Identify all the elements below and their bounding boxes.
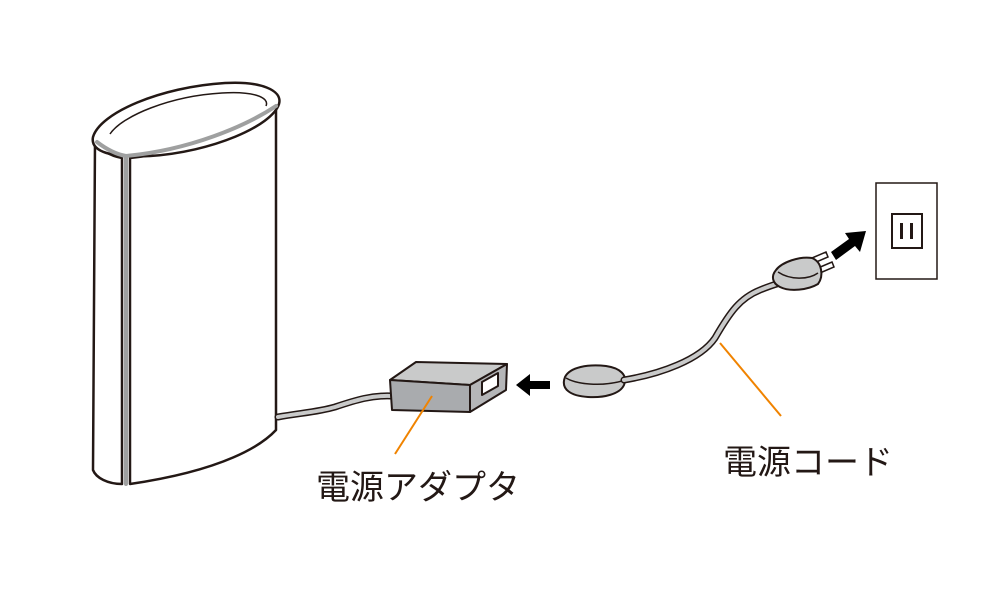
adapter-front-face (389, 379, 471, 413)
outlet-slot-left (900, 223, 903, 239)
power-cord (620, 277, 790, 384)
outlet-socket (891, 213, 923, 249)
router-right-panel (128, 103, 278, 486)
plug-body (771, 256, 823, 291)
router-device-icon (91, 81, 281, 486)
adapter-label: 電源アダプタ (316, 468, 520, 508)
wall-outlet-icon (875, 182, 938, 280)
cord-connector-icon (562, 364, 626, 399)
router-top-rim (124, 104, 278, 158)
adapter-socket (481, 372, 499, 396)
adapter-leader-line (394, 395, 433, 455)
power-adapter-icon (389, 361, 508, 413)
arrow-up-right-icon (831, 231, 866, 260)
cord-leader-line (719, 342, 782, 417)
router-top-inner (109, 91, 268, 135)
cord-label: 電源コード (723, 443, 893, 483)
outlet-slot-right (910, 223, 913, 239)
router-left-panel (91, 138, 124, 486)
power-plug-icon (771, 251, 835, 291)
arrow-left-icon (516, 374, 550, 396)
adapter-cable (274, 392, 396, 421)
